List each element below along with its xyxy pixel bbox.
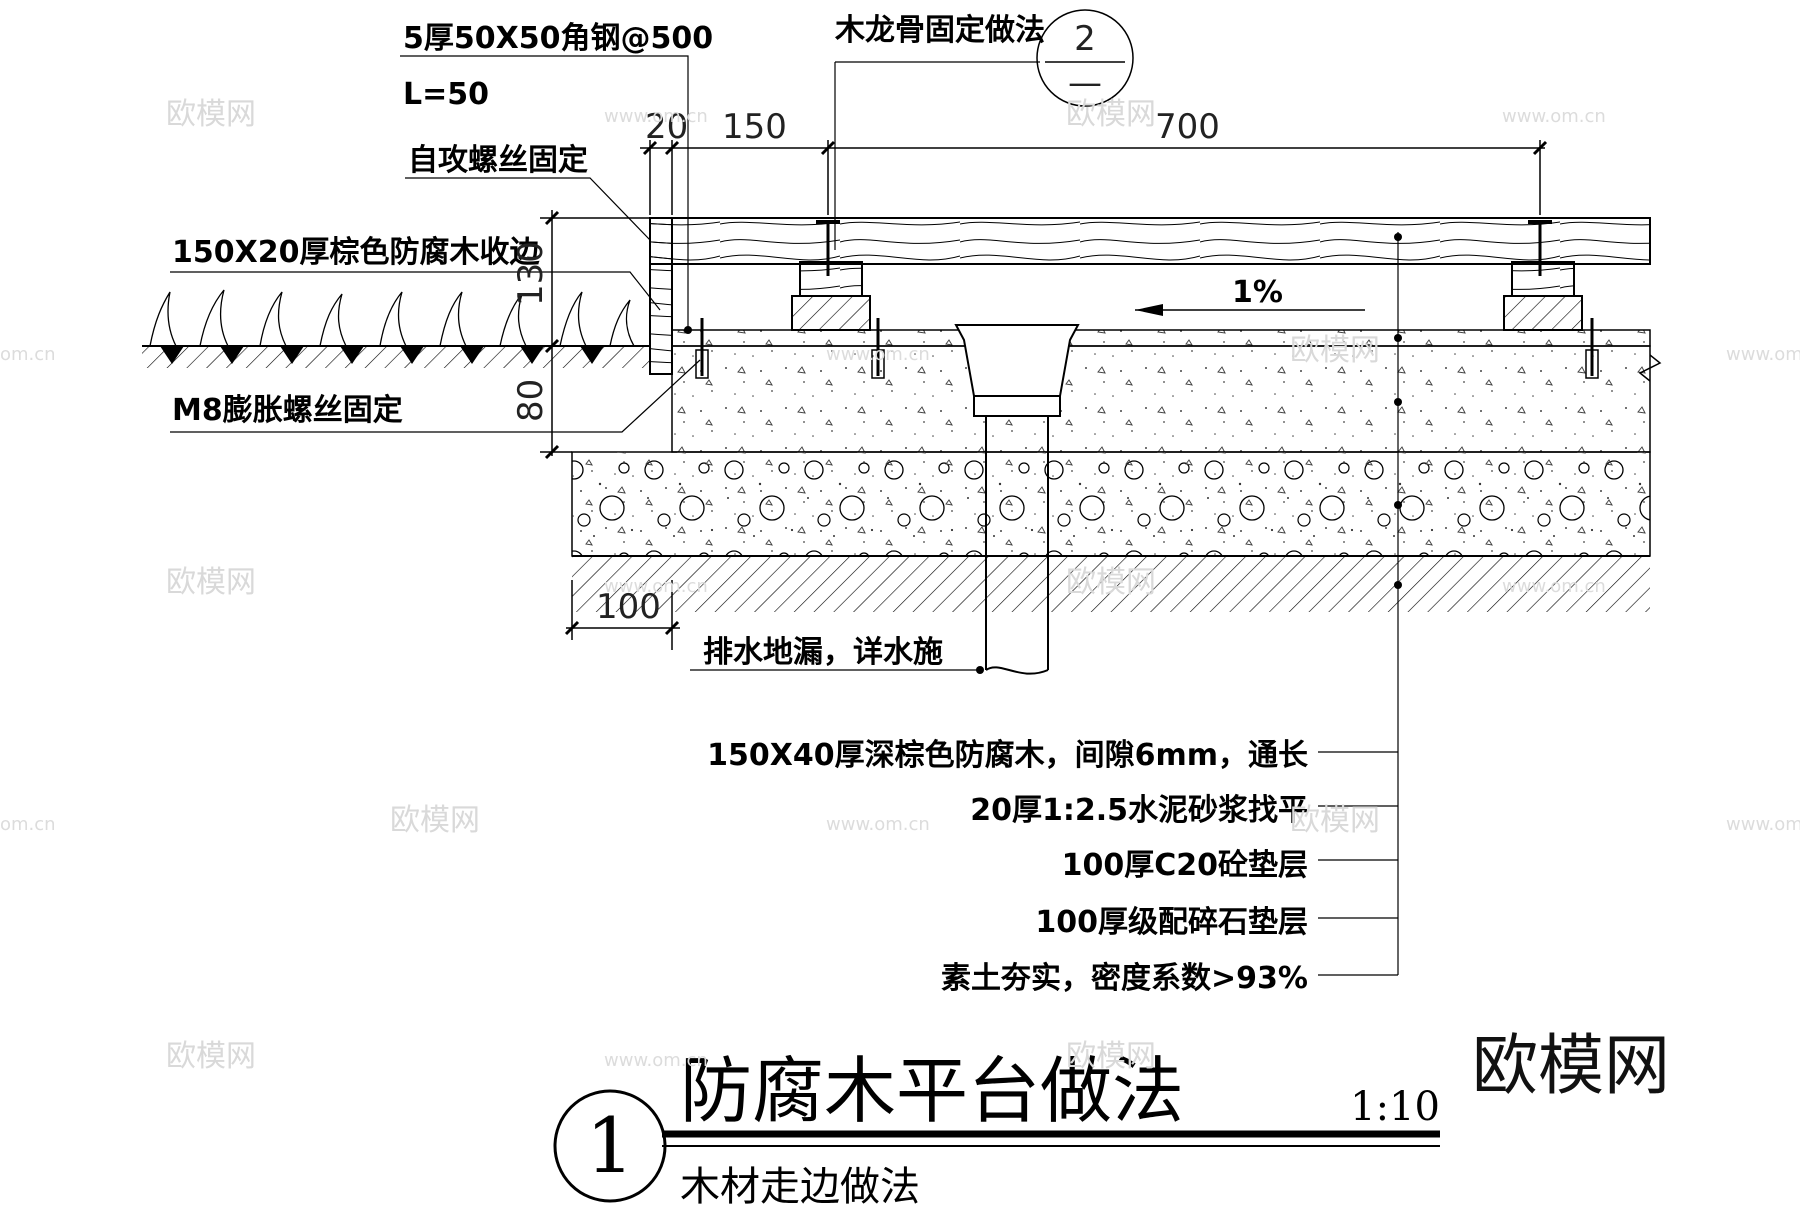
mortar-layer: [671, 329, 1651, 347]
detail-ref-bottom: —: [1068, 63, 1102, 103]
title-sub: 木材走边做法: [680, 1164, 920, 1210]
watermark-brand-3: 欧模网: [1290, 333, 1380, 368]
label-expansion-bolt: M8膨胀螺丝固定: [172, 393, 403, 428]
watermark-url-8: www.om.cn: [1726, 814, 1800, 835]
watermark-brand-5: 欧模网: [1066, 565, 1156, 600]
compacted-soil: [572, 556, 1650, 612]
slope-arrow: [1135, 304, 1365, 316]
title-number: 1: [586, 1101, 634, 1190]
floor-drain: [954, 324, 1080, 675]
watermark-brand-1: 欧模网: [166, 97, 256, 132]
joist-left: [791, 220, 871, 331]
dim-100: 100: [596, 587, 661, 627]
brand-logo: 欧模网: [1472, 1027, 1670, 1104]
watermark-brand-6: 欧模网: [390, 803, 480, 838]
label-edge-wood: 150X20厚棕色防腐木收边: [172, 235, 540, 270]
layer-label-mortar: 20厚1:2.5水泥砂浆找平: [970, 793, 1308, 828]
watermark-url-fragment-2: om.cn: [0, 814, 56, 835]
joist-right: [1503, 220, 1583, 331]
layer-label-soil: 素土夯实，密度系数>93%: [941, 961, 1308, 996]
break-line: [1638, 354, 1662, 382]
watermark-brand-2: 欧模网: [1066, 97, 1156, 132]
watermark-url-5: www.om.cn: [604, 576, 708, 597]
edge-trim-board: [649, 217, 673, 375]
watermark-url-7: www.om.cn: [826, 814, 930, 835]
watermark-url-2: www.om.cn: [1502, 106, 1606, 127]
layer-label-concrete: 100厚C20砼垫层: [1062, 848, 1308, 883]
label-angle-length: L=50: [403, 77, 489, 112]
watermark-brand-8: 欧模网: [166, 1039, 256, 1074]
watermark-brand-7: 欧模网: [1290, 803, 1380, 838]
title-block: 1 防腐木平台做法 木材走边做法 1:10: [553, 1049, 1440, 1210]
watermarks: 欧模网 欧模网 欧模网 欧模网 欧模网 欧模网 欧模网 欧模网 欧模网 www.…: [0, 97, 1800, 1074]
label-drain: 排水地漏，详水施: [703, 635, 943, 670]
watermark-brand-4: 欧模网: [166, 565, 256, 600]
dim-20: 20: [645, 107, 688, 147]
detail-ref-top: 2: [1074, 19, 1096, 59]
dim-80: 80: [511, 379, 551, 422]
watermark-url-4: www.om.cn: [1726, 344, 1800, 365]
decking-board: [649, 217, 1651, 265]
dim-130: 130: [511, 241, 551, 306]
leader-dots: [684, 233, 1402, 674]
title-main: 防腐木平台做法: [680, 1049, 1184, 1133]
bolt-3: [1585, 318, 1599, 379]
leader-lines: [170, 55, 1399, 976]
dim-700: 700: [1155, 107, 1220, 147]
layer-label-gravel: 100厚级配碎石垫层: [1035, 905, 1308, 940]
label-angle-steel: 5厚50X50角钢@500: [403, 21, 713, 56]
watermark-url-9: www.om.cn: [604, 1050, 708, 1071]
watermark-url-fragment-1: om.cn: [0, 344, 56, 365]
gravel-speckle: [572, 452, 1650, 556]
top-dimension-line: [640, 140, 1548, 215]
title-scale: 1:10: [1350, 1084, 1440, 1130]
watermark-url-6: www.om.cn: [1502, 576, 1606, 597]
label-self-tap-screw: 自攻螺丝固定: [408, 143, 588, 178]
label-joist-fixing: 木龙骨固定做法: [834, 13, 1045, 48]
dim-150: 150: [722, 107, 787, 147]
concrete-layer: [671, 345, 1651, 453]
detail-reference: 2 —: [1036, 9, 1134, 107]
layer-label-decking: 150X40厚深棕色防腐木，间隙6mm，通长: [707, 738, 1308, 773]
left-dimension-line: [540, 210, 650, 460]
watermark-url-3: www.om.cn: [826, 344, 930, 365]
label-slope: 1%: [1232, 275, 1283, 310]
bottom-dimension-line: [564, 580, 680, 650]
watermark-brand-9: 欧模网: [1066, 1039, 1156, 1074]
watermark-url-1: www.om.cn: [604, 106, 708, 127]
bolt-2: [871, 318, 885, 379]
grass-surface: [142, 289, 650, 368]
